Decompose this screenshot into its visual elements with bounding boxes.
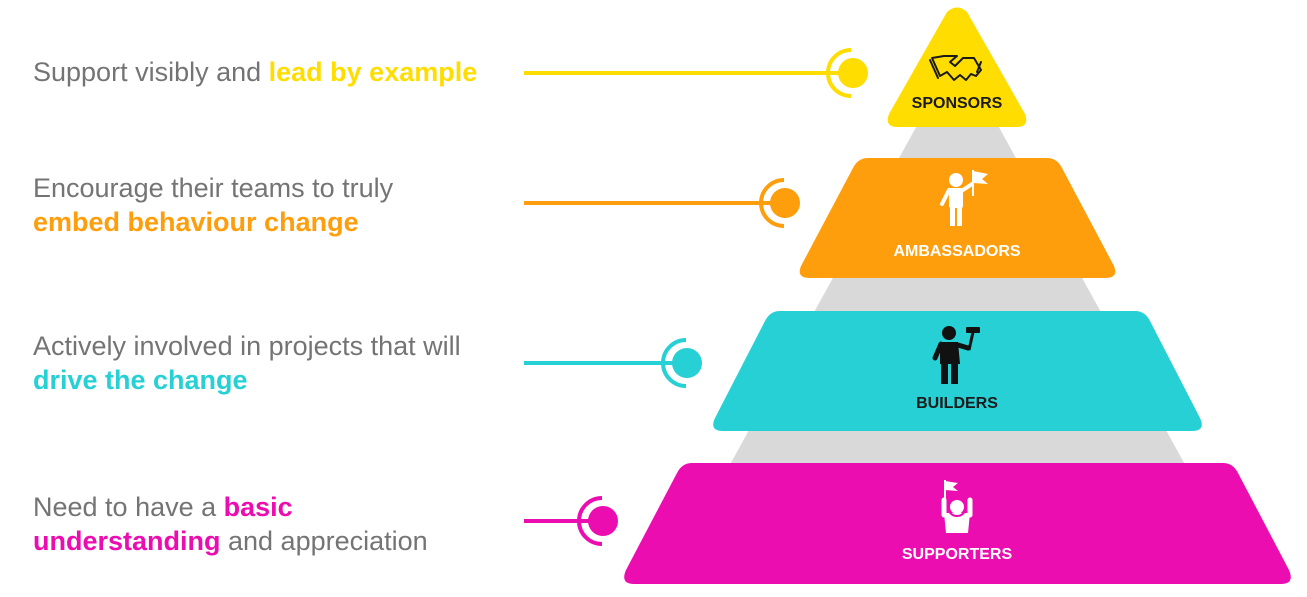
tier-label: AMBASSADORS [893, 243, 1020, 260]
connector-sponsors [524, 48, 868, 98]
connector-ambassadors [524, 178, 800, 228]
tier-supporters: SUPPORTERS [624, 463, 1291, 584]
tier-description-sponsors: Support visibly and lead by example [33, 55, 477, 89]
builder-with-hammer-icon [932, 326, 980, 384]
tier-shape [887, 7, 1027, 127]
cheering-person-with-flags-icon [941, 480, 973, 533]
description-highlight: drive the change [33, 365, 248, 395]
description-text: Encourage their teams to truly [33, 173, 394, 203]
tier-builders: BUILDERS [713, 311, 1202, 431]
description-highlight-part1: basic [223, 492, 293, 522]
tier-sponsors: SPONSORS [887, 7, 1027, 127]
description-text: Actively involved in projects that will [33, 331, 461, 361]
tier-label: SPONSORS [912, 95, 1003, 112]
description-text-after: and appreciation [220, 526, 428, 556]
connector-builders [524, 338, 702, 388]
description-text: Support visibly and [33, 57, 269, 87]
handshake-icon [929, 55, 982, 81]
person-with-flag-icon [940, 170, 988, 226]
tier-description-ambassadors: Encourage their teams to truly embed beh… [33, 171, 393, 239]
description-highlight: embed behaviour change [33, 207, 359, 237]
description-text: Need to have a [33, 492, 224, 522]
tier-description-supporters: Need to have a basic understanding and a… [33, 490, 428, 558]
tier-label: SUPPORTERS [902, 546, 1013, 563]
connector-supporters [524, 496, 618, 546]
description-highlight-part2: understanding [33, 526, 221, 556]
tier-description-builders: Actively involved in projects that will … [33, 329, 461, 397]
description-highlight: lead by example [268, 57, 478, 87]
tier-label: BUILDERS [916, 395, 998, 412]
tier-ambassadors: AMBASSADORS [799, 158, 1116, 278]
